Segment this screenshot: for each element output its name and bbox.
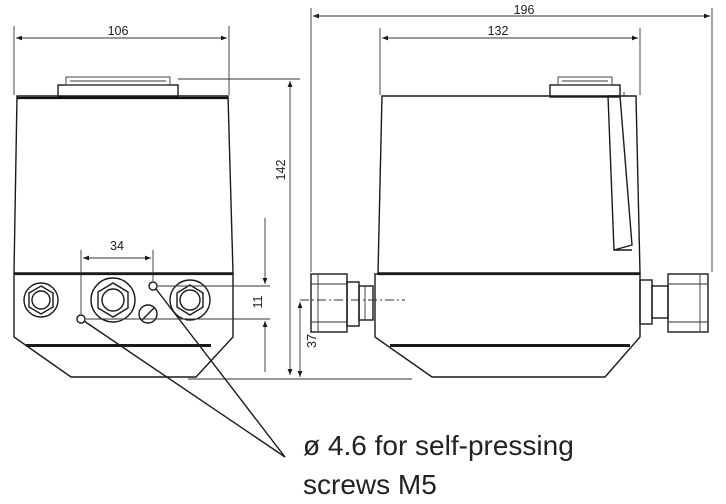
mounting-hole-right: [148, 281, 158, 291]
dimensions: 106 196 132 34 142 11 37: [13, 3, 713, 380]
front-top-cap-ridge: [65, 76, 171, 86]
note-leaders: [83, 288, 286, 458]
front-bottom-bar: [26, 344, 211, 347]
leader-line-left: [83, 320, 286, 458]
side-gland-left: [310, 273, 374, 333]
front-lower-body: [13, 273, 234, 378]
side-top-cap: [549, 84, 621, 98]
cable-gland-right: [169, 279, 211, 321]
side-top-cap-ridge: [557, 76, 613, 86]
mounting-hole-left: [76, 314, 86, 324]
front-view: [13, 76, 234, 378]
front-top-cap: [57, 84, 179, 98]
side-upper-body: [377, 95, 641, 274]
dim-hole-spacing: 34: [110, 239, 124, 253]
cable-gland-middle: [90, 277, 136, 323]
note-line-1: ø 4.6 for self-pressing: [303, 430, 574, 461]
cable-gland-left: [23, 282, 59, 318]
side-gland-right: [639, 273, 709, 333]
side-lever: [607, 95, 633, 251]
plug-screw: [138, 304, 158, 324]
dim-height: 142: [274, 160, 288, 181]
leader-line-right: [155, 288, 286, 458]
side-bottom-bar: [390, 344, 630, 347]
dim-side-body-width: 132: [488, 24, 509, 38]
side-lower-body: [374, 273, 641, 378]
dim-side-total-width: 196: [514, 3, 535, 17]
dim-front-width: 106: [108, 24, 129, 38]
dim-hole-offset: 11: [251, 295, 265, 308]
note-line-2: screws M5: [303, 469, 437, 500]
dim-axis-height: 37: [305, 334, 319, 348]
side-view: [300, 76, 709, 378]
